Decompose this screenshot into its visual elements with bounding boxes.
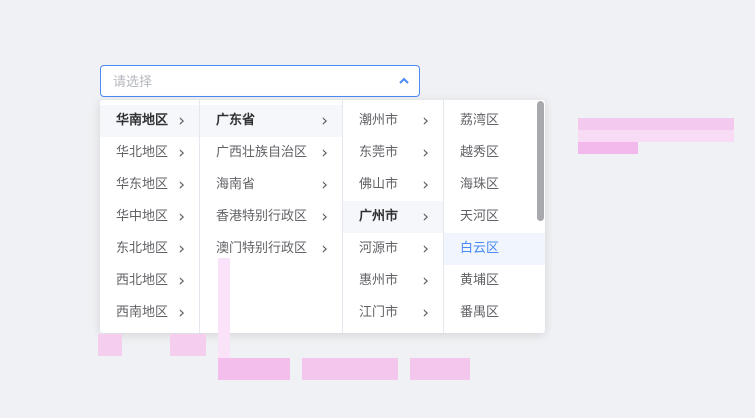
cascader-option[interactable]: 广东省 › <box>200 105 342 137</box>
province-column: 广东省 › 广西壮族自治区 › 海南省 › 香港特别行政区 › 澳门特别行政区 › <box>200 100 343 333</box>
chevron-right-icon: › <box>178 207 185 227</box>
chevron-right-icon: › <box>422 111 429 131</box>
decoration <box>218 358 290 380</box>
decoration <box>578 130 734 142</box>
decoration <box>170 334 206 356</box>
option-label: 西北地区 <box>116 273 169 288</box>
cascader-option[interactable]: 越秀区 <box>444 137 545 169</box>
cascader-option[interactable]: 天河区 <box>444 201 545 233</box>
city-column: 潮州市 › 东莞市 › 佛山市 › 广州市 › 河源市 › 惠州市 › 江门市 › <box>343 100 444 333</box>
region-column: 华南地区 › 华北地区 › 华东地区 › 华中地区 › 东北地区 › 西北地区 › 西南地区 › <box>100 100 200 333</box>
chevron-up-icon[interactable] <box>398 75 410 87</box>
cascader-option[interactable]: 河源市 › <box>343 233 443 265</box>
cascader-option[interactable]: 黄埔区 <box>444 265 545 297</box>
option-label: 江门市 <box>359 305 399 320</box>
decoration <box>218 258 230 358</box>
scrollbar[interactable] <box>537 101 544 221</box>
option-label: 海南省 <box>216 177 256 192</box>
cascader-option[interactable]: 海珠区 <box>444 169 545 201</box>
option-label: 海珠区 <box>460 177 500 192</box>
option-label: 华北地区 <box>116 145 169 160</box>
cascader-select[interactable] <box>100 65 420 98</box>
decoration <box>410 358 470 380</box>
cascader-option[interactable]: 西南地区 › <box>100 297 199 329</box>
chevron-right-icon: › <box>178 239 185 259</box>
decoration <box>578 142 638 154</box>
chevron-right-icon: › <box>178 143 185 163</box>
option-label: 佛山市 <box>359 177 399 192</box>
option-label: 广州市 <box>359 209 399 224</box>
chevron-right-icon: › <box>178 303 185 323</box>
chevron-right-icon: › <box>422 175 429 195</box>
chevron-right-icon: › <box>422 271 429 291</box>
cascader-option[interactable]: 华南地区 › <box>100 105 199 137</box>
cascader-option[interactable]: 佛山市 › <box>343 169 443 201</box>
cascader-option[interactable]: 华东地区 › <box>100 169 199 201</box>
decoration <box>302 358 398 380</box>
chevron-right-icon: › <box>422 143 429 163</box>
option-label: 澳门特别行政区 <box>216 241 308 256</box>
option-label: 东北地区 <box>116 241 169 256</box>
chevron-right-icon: › <box>422 239 429 259</box>
cascader-option[interactable]: 华中地区 › <box>100 201 199 233</box>
cascader-option[interactable]: 东莞市 › <box>343 137 443 169</box>
option-label: 番禺区 <box>460 305 500 320</box>
option-label: 华中地区 <box>116 209 169 224</box>
decoration <box>578 118 734 130</box>
option-label: 潮州市 <box>359 113 399 128</box>
decoration <box>98 334 122 356</box>
cascader-option[interactable]: 番禺区 <box>444 297 545 329</box>
chevron-right-icon: › <box>422 207 429 227</box>
cascader-option[interactable]: 华北地区 › <box>100 137 199 169</box>
chevron-right-icon: › <box>422 303 429 323</box>
option-label: 广西壮族自治区 <box>216 145 308 160</box>
option-label: 华东地区 <box>116 177 169 192</box>
chevron-right-icon: › <box>178 271 185 291</box>
option-label: 惠州市 <box>359 273 399 288</box>
select-input[interactable] <box>111 66 385 98</box>
option-label: 香港特别行政区 <box>216 209 308 224</box>
option-label: 广东省 <box>216 113 256 128</box>
district-column: 荔湾区越秀区海珠区天河区白云区黄埔区番禺区 <box>444 100 545 333</box>
chevron-right-icon: › <box>321 111 328 131</box>
cascader-option[interactable]: 潮州市 › <box>343 105 443 137</box>
cascader-option[interactable]: 白云区 <box>444 233 545 265</box>
cascader-option[interactable]: 江门市 › <box>343 297 443 329</box>
chevron-right-icon: › <box>321 175 328 195</box>
chevron-right-icon: › <box>178 111 185 131</box>
option-label: 荔湾区 <box>460 113 500 128</box>
cascader-option[interactable]: 广州市 › <box>343 201 443 233</box>
cascader-dropdown: 华南地区 › 华北地区 › 华东地区 › 华中地区 › 东北地区 › 西北地区 › 西南地区 › 广东省 ›… <box>100 100 545 333</box>
cascader-option[interactable]: 海南省 › <box>200 169 342 201</box>
cascader-option[interactable]: 香港特别行政区 › <box>200 201 342 233</box>
chevron-right-icon: › <box>321 239 328 259</box>
cascader-option[interactable]: 西北地区 › <box>100 265 199 297</box>
option-label: 东莞市 <box>359 145 399 160</box>
cascader-option[interactable]: 广西壮族自治区 › <box>200 137 342 169</box>
option-label: 白云区 <box>460 241 500 256</box>
option-label: 河源市 <box>359 241 399 256</box>
option-label: 天河区 <box>460 209 500 224</box>
chevron-right-icon: › <box>321 207 328 227</box>
option-label: 黄埔区 <box>460 273 500 288</box>
option-label: 华南地区 <box>116 113 169 128</box>
option-label: 西南地区 <box>116 305 169 320</box>
cascader-option[interactable]: 惠州市 › <box>343 265 443 297</box>
cascader-option[interactable]: 荔湾区 <box>444 105 545 137</box>
cascader-option[interactable]: 澳门特别行政区 › <box>200 233 342 265</box>
chevron-right-icon: › <box>178 175 185 195</box>
chevron-right-icon: › <box>321 143 328 163</box>
cascader-option[interactable]: 东北地区 › <box>100 233 199 265</box>
option-label: 越秀区 <box>460 145 500 160</box>
